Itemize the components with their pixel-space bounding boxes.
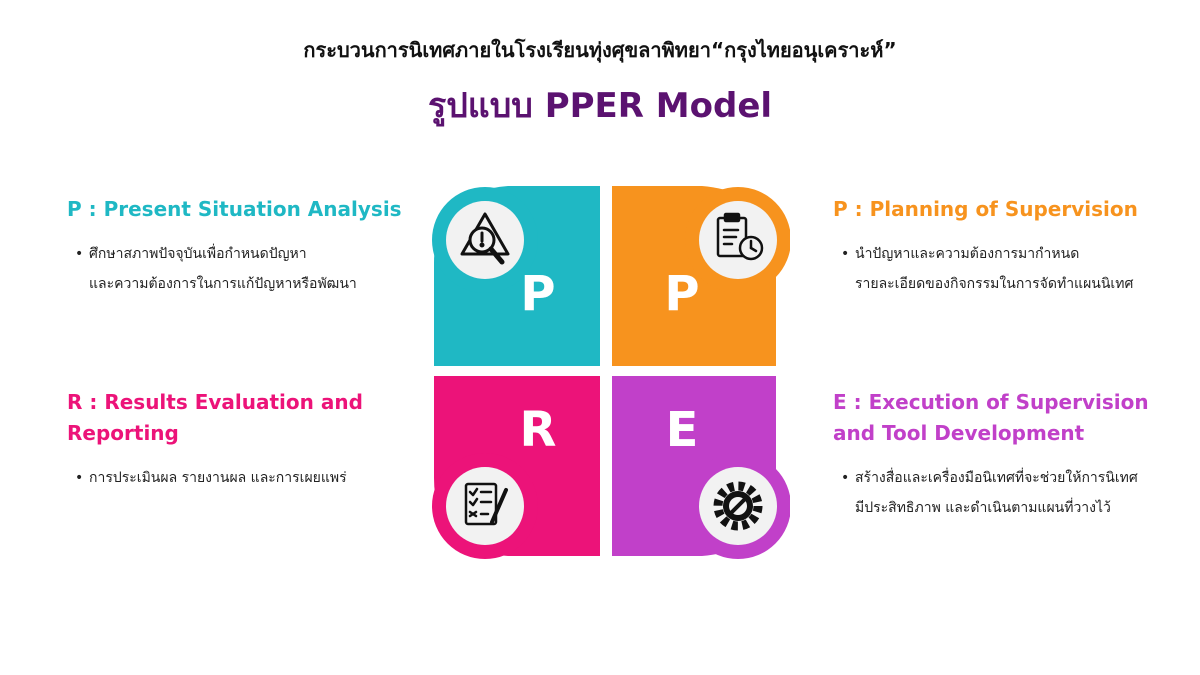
- icon-circle: [699, 201, 777, 279]
- section-present-situation: P : Present Situation Analysis • ศึกษาสภา…: [67, 194, 427, 299]
- section-body: • สร้างสื่อและเครื่องมือนิเทศที่จะช่วยให้…: [833, 463, 1173, 523]
- section-body: • การประเมินผล รายงานผล และการเผยแพร่: [67, 463, 397, 493]
- bullet-icon: •: [841, 470, 850, 486]
- quadrant-letter: E: [666, 402, 699, 458]
- section-line: รายละเอียดของกิจกรรมในการจัดทำแผนนิเทศ: [855, 276, 1134, 292]
- section-line: นำปัญหาและความต้องการมากำหนด: [855, 246, 1080, 262]
- section-line: สร้างสื่อและเครื่องมือนิเทศที่จะช่วยให้ก…: [855, 470, 1138, 486]
- warning-search-icon: [460, 212, 510, 265]
- section-title: R : Results Evaluation and Reporting: [67, 390, 363, 445]
- section-planning: P : Planning of Supervision • นำปัญหาและค…: [833, 194, 1163, 299]
- quadrant-letter: P: [664, 266, 699, 322]
- quadrant-tl: P: [432, 186, 600, 366]
- section-body: • ศึกษาสภาพปัจจุบันเพื่อกำหนดปัญหา และควา…: [67, 239, 427, 299]
- section-title: E : Execution of Supervision and Tool De…: [833, 390, 1149, 445]
- quadrant-bl: R: [432, 376, 600, 559]
- section-execution: E : Execution of Supervision and Tool De…: [833, 387, 1173, 523]
- section-line: ศึกษาสภาพปัจจุบันเพื่อกำหนดปัญหา: [89, 246, 307, 262]
- pper-diagram: P P: [432, 186, 790, 559]
- quadrant-letter: P: [520, 266, 555, 322]
- quadrant-letter: R: [520, 402, 557, 458]
- section-line: มีประสิทธิภาพ และดำเนินตามแผนที่วางไว้: [855, 500, 1111, 516]
- section-line: และความต้องการในการแก้ปัญหาหรือพัฒนา: [89, 276, 357, 292]
- header-title: กระบวนการนิเทศภายในโรงเรียนทุ่งศุขลาพิทย…: [303, 38, 897, 62]
- gear-wrench-icon: [713, 481, 763, 531]
- section-title: P : Planning of Supervision: [833, 197, 1138, 221]
- bullet-icon: •: [75, 470, 84, 486]
- section-line: การประเมินผล รายงานผล และการเผยแพร่: [89, 470, 347, 486]
- quadrant-tr: P: [612, 186, 790, 366]
- quadrant-br: E: [612, 376, 790, 559]
- clipboard-clock-icon: [716, 212, 764, 261]
- bullet-icon: •: [75, 246, 84, 262]
- header-subtitle: รูปแบบ PPER Model: [427, 86, 773, 126]
- bullet-icon: •: [841, 246, 850, 262]
- section-body: • นำปัญหาและความต้องการมากำหนด รายละเอียด…: [833, 239, 1163, 299]
- section-title: P : Present Situation Analysis: [67, 197, 402, 221]
- icon-circle: [446, 467, 524, 545]
- section-results-evaluation: R : Results Evaluation and Reporting • กา…: [67, 387, 397, 493]
- checklist-pen-icon: [464, 482, 508, 526]
